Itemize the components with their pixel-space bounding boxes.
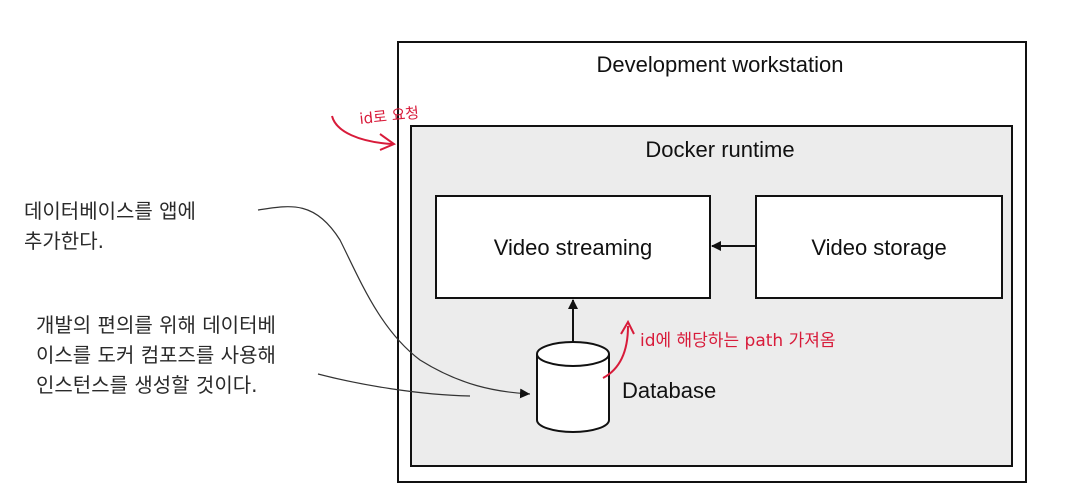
docker-runtime-label: Docker runtime — [645, 137, 794, 162]
video-streaming-label: Video streaming — [494, 235, 653, 260]
workstation-label: Development workstation — [596, 52, 843, 77]
handwritten-arrow-head — [379, 133, 397, 151]
database-cylinder — [536, 341, 610, 433]
callout-connector — [257, 206, 531, 399]
handwritten-path-fetch: id에 해당하는 path 가져옴 — [640, 331, 836, 351]
handwritten-up-arrow-head — [620, 319, 635, 335]
callout-connector-lower — [317, 373, 471, 397]
callout-docker-compose: 개발의 편의를 위해 데이터베 이스를 도커 컴포즈를 사용해 인스턴스를 생성… — [36, 313, 276, 397]
video-storage-box — [755, 195, 1003, 299]
handwritten-up-arrow-curve — [602, 325, 629, 379]
database-label: Database — [622, 378, 716, 403]
callout-add-database: 데이터베이스를 앱에 추가한다. — [24, 199, 196, 253]
video-streaming-box — [435, 195, 711, 299]
video-storage-label: Video storage — [811, 235, 946, 260]
handwritten-arrow-curve — [331, 115, 393, 145]
